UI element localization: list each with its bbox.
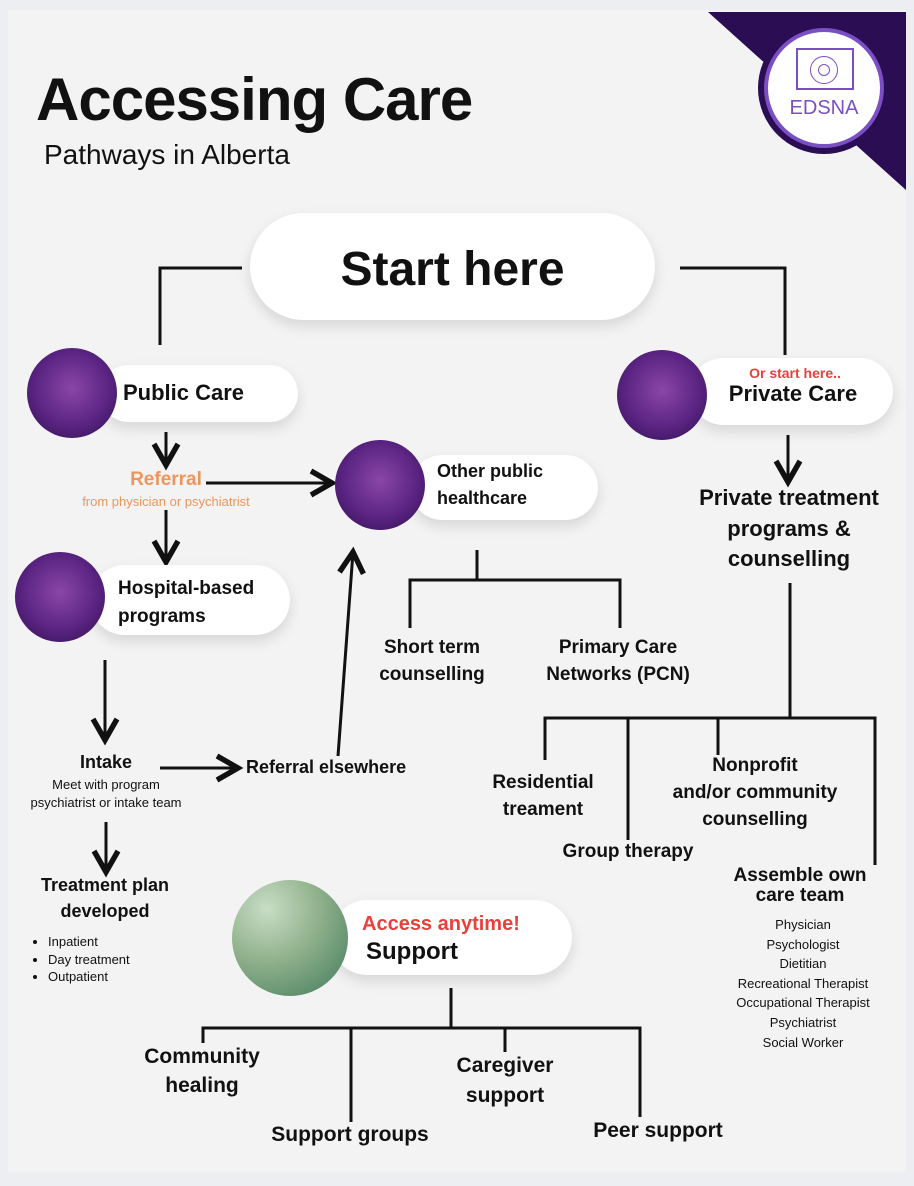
start-here-button[interactable]: Start here [250,213,655,320]
or-start-here: Or start here.. [749,365,841,381]
treatment-line1: Treatment plan [40,875,170,895]
private-care-pill[interactable] [690,358,893,425]
peer-support: Peer support [593,1119,723,1142]
care-team-member: Psychiatrist [769,1014,837,1030]
public-care-orb [27,348,117,438]
group-therapy: Group therapy [562,841,694,862]
nonprofit-3: counselling [702,809,808,830]
short-term-line2: counselling [379,664,485,685]
access-anytime: Access anytime! [362,913,520,935]
private-programs-2: programs & [727,516,851,541]
care-team-member: Dietitian [779,956,827,972]
assemble-2: care team [755,885,845,906]
other-public-line2: healthcare [437,488,528,508]
private-programs-1: Private treatment [699,485,879,510]
care-team-member: Social Worker [762,1034,844,1050]
hospital-line1: Hospital-based [118,578,255,599]
referral-sub: from physician or psychiatrist [82,494,250,509]
community-1: Community [144,1045,260,1068]
page-title: Accessing Care [36,66,473,133]
hospital-line2: programs [118,606,206,627]
nonprofit-2: and/or community [672,782,838,803]
nonprofit-1: Nonprofit [712,755,798,776]
hospital-orb [15,552,105,642]
short-term-line1: Short term [383,637,481,658]
pcn-line1: Primary Care [558,637,678,658]
intake-sub-1: Meet with program [52,777,160,792]
caregiver-1: Caregiver [456,1054,554,1077]
page-subtitle: Pathways in Alberta [44,139,290,170]
hospital-pill[interactable] [90,565,290,635]
care-team-list: Physician Psychologist Dietitian Recreat… [736,915,869,1052]
care-team-member: Psychologist [766,936,840,952]
treatment-item: Inpatient [48,933,130,951]
support-pill[interactable] [330,900,572,975]
treatment-item: Outpatient [48,968,130,986]
care-team-member: Physician [775,917,831,932]
support-orb [232,880,348,996]
intake-sub-2: psychiatrist or intake team [30,795,182,810]
edsna-logo: EDSNA [758,22,890,154]
other-public-line1: Other public [437,461,544,481]
pcn-line2: Networks (PCN) [546,664,690,685]
care-team-member: Occupational Therapist [736,995,870,1011]
nautilus-shell-icon [796,48,854,90]
other-public-pill[interactable] [410,455,598,520]
assemble-1: Assemble own [733,865,867,886]
treatment-line2: developed [60,901,150,921]
support-label: Support [366,938,458,965]
private-programs-3: counselling [727,546,851,571]
private-care-label: Private Care [728,381,858,406]
referral-elsewhere: Referral elsewhere [246,757,407,777]
residential-1: Residential [492,772,594,793]
treatment-item: Day treatment [48,951,130,969]
community-2: healing [165,1074,239,1097]
start-here-label: Start here [340,243,565,296]
logo-text: EDSNA [789,97,859,119]
referral-label: Referral [130,469,202,490]
care-team-member: Recreational Therapist [737,975,869,991]
public-care-pill[interactable] [100,365,298,422]
intake-label: Intake [79,752,133,772]
treatment-list: Inpatient Day treatment Outpatient [48,933,130,986]
private-care-orb [617,350,707,440]
other-public-orb [335,440,425,530]
residential-2: treament [502,799,584,820]
public-care-label: Public Care [123,380,245,405]
support-groups: Support groups [271,1123,429,1146]
caregiver-2: support [465,1084,545,1107]
